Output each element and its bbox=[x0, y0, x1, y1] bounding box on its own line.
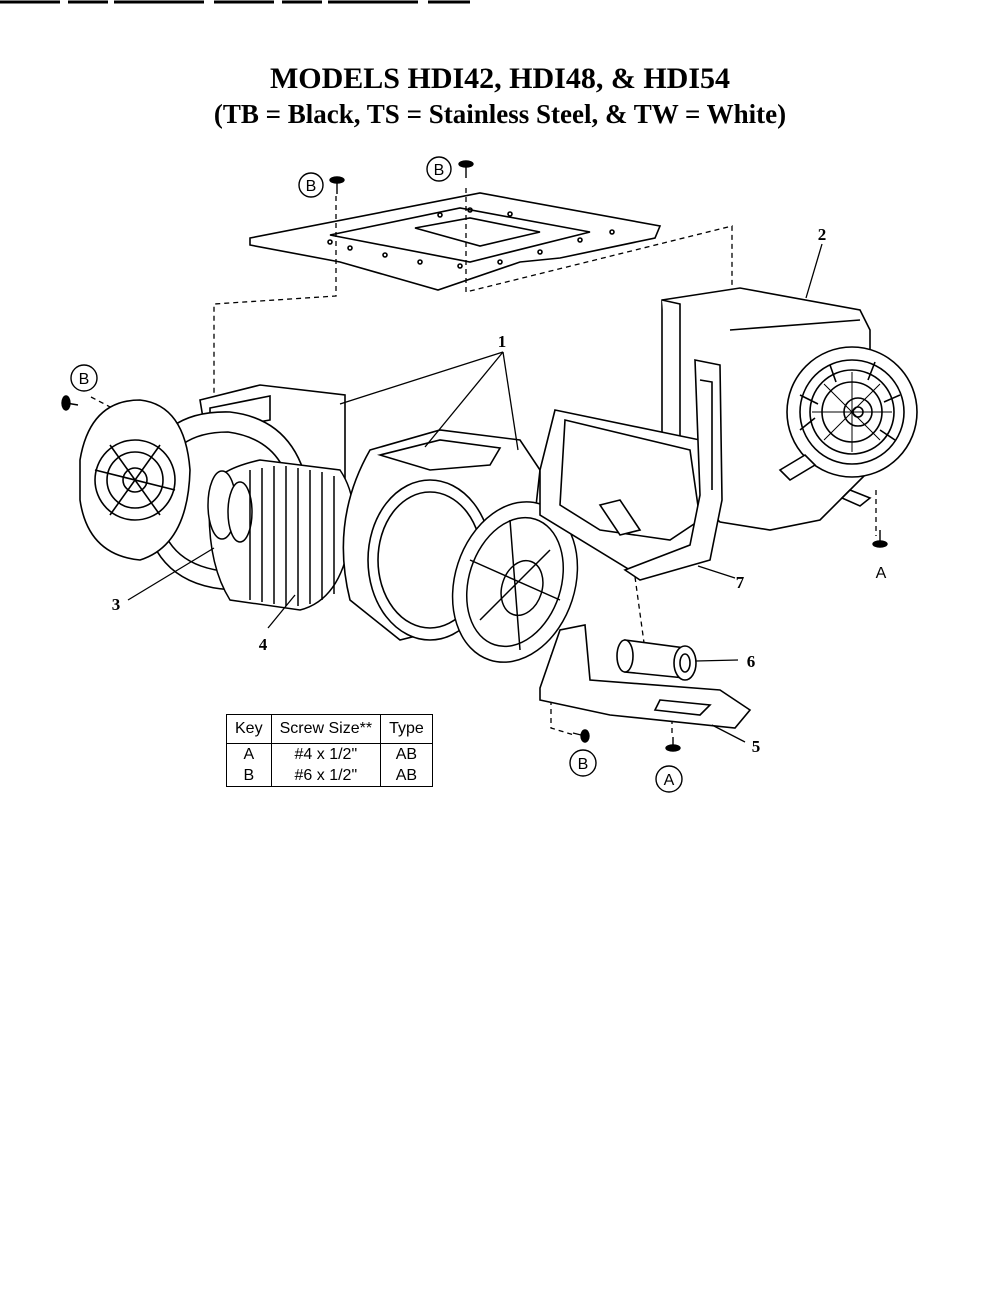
marker-b-top-right: B bbox=[434, 162, 445, 179]
part-callouts: 1 2 3 4 5 6 7 bbox=[112, 225, 827, 756]
callout-part-3: 3 bbox=[112, 595, 121, 614]
marker-b-left: B bbox=[79, 371, 90, 388]
callout-part-5: 5 bbox=[752, 737, 761, 756]
cell-key: B bbox=[226, 765, 272, 787]
cell-screw-size: #6 x 1/2" bbox=[270, 765, 382, 787]
screw-icons bbox=[61, 160, 888, 752]
inlet-grill bbox=[451, 501, 579, 663]
marker-b-bottom: B bbox=[578, 756, 589, 773]
callout-part-7: 7 bbox=[736, 573, 745, 592]
screw-icon bbox=[458, 160, 474, 178]
screw-icon bbox=[572, 729, 590, 743]
screw-table-header-row: Key Screw Size** Type bbox=[226, 714, 433, 744]
marker-a-right: A bbox=[876, 565, 887, 582]
callout-part-6: 6 bbox=[747, 652, 756, 671]
screw-markers: B B B B A A bbox=[70, 156, 887, 793]
cell-key: A bbox=[226, 743, 272, 765]
bracket bbox=[623, 359, 723, 581]
screw-size-table: Key Screw Size** Type A #4 x 1/2" AB B #… bbox=[226, 714, 433, 787]
callout-part-2: 2 bbox=[818, 225, 827, 244]
capacitor bbox=[616, 639, 697, 681]
center-base-tray bbox=[539, 409, 716, 571]
screw-icon bbox=[665, 737, 681, 752]
screw-icon bbox=[872, 530, 888, 548]
table-row: B #6 x 1/2" AB bbox=[226, 765, 433, 787]
blower-wheel bbox=[207, 459, 355, 611]
diagram-title: MODELS HDI42, HDI48, & HDI54 bbox=[269, 62, 731, 95]
top-plate bbox=[249, 192, 662, 291]
table-row: A #4 x 1/2" AB bbox=[226, 743, 433, 765]
cell-screw-size: #4 x 1/2" bbox=[270, 743, 382, 765]
fan-blades-right bbox=[812, 372, 892, 452]
header-key: Key bbox=[226, 714, 272, 744]
screw-icon bbox=[61, 395, 79, 411]
header-screw-size: Screw Size** bbox=[270, 714, 382, 744]
mounting-plate bbox=[539, 624, 752, 729]
cell-type: AB bbox=[380, 743, 433, 765]
callout-part-1: 1 bbox=[498, 332, 507, 351]
marker-a-bottom: A bbox=[664, 772, 675, 789]
marker-b-top-left: B bbox=[306, 178, 317, 195]
side-plate-left bbox=[79, 399, 191, 561]
header-type: Type bbox=[380, 714, 433, 744]
cell-type: AB bbox=[380, 765, 433, 787]
callout-part-4: 4 bbox=[259, 635, 268, 654]
screw-icon bbox=[329, 176, 345, 194]
leader-lines bbox=[127, 243, 823, 743]
diagram-subtitle: (TB = Black, TS = Stainless Steel, & TW … bbox=[213, 99, 787, 129]
